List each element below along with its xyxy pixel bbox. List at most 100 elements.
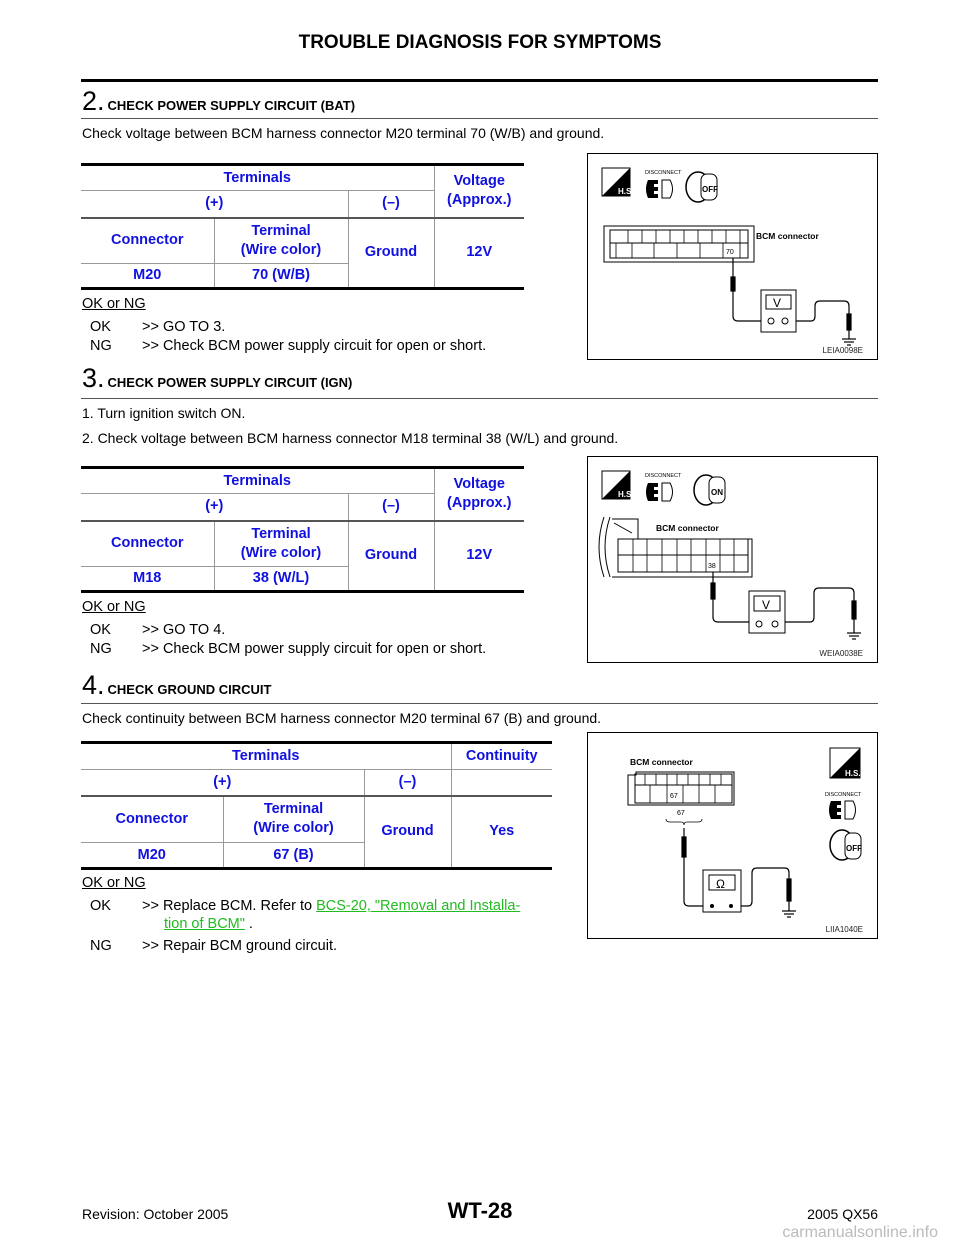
figure-code: LIIA1040E	[825, 925, 863, 934]
disconnect-icon: DISCONNECT	[825, 792, 862, 820]
watermark: carmanualsonline.info	[782, 1224, 938, 1241]
ohmmeter-icon: Ω	[702, 869, 742, 913]
switch-label: ON	[711, 488, 723, 497]
result-text: >> Replace BCM. Refer to	[142, 898, 317, 914]
hs-icon: H.S.	[829, 747, 861, 779]
bcs-20-link[interactable]: BCS-20, "Removal and Installa-	[316, 898, 521, 914]
header-plus: (+)	[81, 769, 364, 796]
step-2-heading: 2.CHECK POWER SUPPLY CIRCUIT (BAT)	[82, 86, 355, 117]
result-text: >> Check BCM power supply circuit for op…	[142, 641, 487, 657]
bcm-connector-label: BCM connector	[756, 231, 820, 241]
step-number: 4.	[82, 670, 105, 700]
switch-label: OFF	[702, 185, 718, 194]
header-connector: Connector	[81, 519, 214, 567]
result-text-end: .	[244, 916, 253, 932]
step-title: CHECK GROUND CIRCUIT	[107, 682, 272, 697]
ohmmeter-probe-wiring	[681, 828, 796, 918]
header-minus: (–)	[363, 769, 451, 796]
voltmeter-probe-wiring	[710, 572, 861, 640]
result-text: >> Check BCM power supply circuit for op…	[142, 338, 487, 354]
bcm-connector-label: BCM connector	[630, 757, 694, 767]
ok-or-ng-label: OK or NG	[82, 875, 146, 891]
step-number: 3.	[82, 363, 105, 393]
figure-code: WEIA0038E	[819, 649, 863, 658]
disconnect-icon: DISCONNECT	[645, 170, 682, 199]
vehicle-model: 2005 QX56	[807, 1206, 878, 1222]
bcm-connector-label: BCM connector	[656, 523, 720, 533]
cell-connector: M18	[81, 566, 214, 592]
cell-connector: M20	[81, 842, 223, 869]
revision-date: Revision: October 2005	[82, 1206, 229, 1222]
step-title: CHECK POWER SUPPLY CIRCUIT (BAT)	[107, 98, 356, 113]
result-text: >> GO TO 4.	[142, 622, 226, 638]
instruction: Check continuity between BCM harness con…	[82, 710, 602, 726]
hs-label: H.S.	[618, 490, 634, 499]
instruction: 1. Turn ignition switch ON.	[82, 405, 246, 421]
ignition-off-icon: OFF	[685, 171, 718, 203]
meter-symbol: V	[773, 296, 781, 310]
continuity-table-step-4: Terminals Continuity (+) (–) Connector T…	[81, 741, 552, 870]
terminal-number: 70	[726, 249, 734, 256]
bcs-20-link-continued[interactable]: tion of BCM"	[164, 916, 245, 932]
ignition-on-icon: ON	[693, 474, 726, 506]
ok-or-ng-label: OK or NG	[82, 599, 146, 615]
cell-ground: Ground	[347, 216, 434, 289]
cell-ground: Ground	[363, 794, 451, 869]
header-terminals: Terminals	[81, 163, 434, 191]
wiring-diagram-step-4: BCM connector 67 67 H.S. DISCONNECT	[587, 732, 878, 939]
bcm-connector-graphic: 70	[603, 225, 755, 263]
cell-terminal: 67 (B)	[222, 842, 364, 869]
result-code: NG	[90, 338, 112, 354]
header-terminal: Terminal (Wire color)	[213, 216, 348, 264]
header-terminals: Terminals	[81, 741, 451, 770]
cell-terminal: 38 (W/L)	[213, 566, 348, 592]
header-continuity: Continuity	[450, 741, 552, 770]
page-number: WT-28	[447, 1198, 513, 1223]
disconnect-label: DISCONNECT	[645, 473, 682, 479]
result-ng: NG >> Check BCM power supply circuit for …	[90, 640, 486, 658]
result-text: >> GO TO 3.	[142, 319, 226, 335]
result-code: OK	[90, 319, 111, 335]
terminal-number-below: 67	[677, 810, 685, 817]
cell-continuity: Yes	[450, 794, 552, 869]
result-ok: OK >> GO TO 3.	[90, 318, 225, 336]
header-connector: Connector	[81, 794, 223, 843]
hs-icon: H.S.	[601, 167, 634, 197]
result-code: NG	[90, 938, 112, 954]
result-code: OK	[90, 898, 111, 914]
result-ok: OK >> Replace BCM. Refer to BCS-20, "Remo…	[90, 897, 520, 933]
header-plus: (+)	[81, 190, 348, 218]
hs-label: H.S.	[618, 187, 634, 196]
result-code: OK	[90, 622, 111, 638]
meter-symbol: Ω	[716, 877, 725, 891]
instruction: 2. Check voltage between BCM harness con…	[82, 430, 619, 446]
voltmeter-probe-wiring	[730, 258, 856, 346]
cell-voltage: 12V	[433, 519, 524, 592]
result-code: NG	[90, 641, 112, 657]
section-divider	[81, 703, 878, 704]
header-minus: (–)	[347, 493, 434, 521]
hs-label: H.S.	[845, 769, 861, 778]
meter-symbol: V	[762, 598, 770, 612]
ignition-off-icon: OFF	[829, 829, 862, 861]
section-divider	[81, 118, 878, 119]
ok-or-ng-label: OK or NG	[82, 296, 146, 312]
voltage-table-step-2: Terminals Voltage (Approx.) (+) (–) Conn…	[81, 163, 524, 290]
step-number: 2.	[82, 86, 105, 116]
voltmeter-icon: V	[760, 289, 797, 333]
hs-icon: H.S.	[601, 470, 634, 500]
result-ng: NG>> Repair BCM ground circuit.	[90, 937, 337, 955]
header-voltage: Voltage (Approx.)	[433, 466, 524, 521]
section-divider	[81, 79, 878, 82]
step-title: CHECK POWER SUPPLY CIRCUIT (IGN)	[107, 375, 353, 390]
header-terminal: Terminal (Wire color)	[213, 519, 348, 567]
result-ng: NG >> Check BCM power supply circuit for …	[90, 337, 486, 355]
header-terminals: Terminals	[81, 466, 434, 494]
voltmeter-icon: V	[748, 590, 786, 634]
wiring-diagram-step-3: H.S. DISCONNECT ON 38 BCM connector	[587, 456, 878, 663]
header-terminal: Terminal (Wire color)	[222, 794, 364, 843]
disconnect-icon: DISCONNECT	[645, 473, 682, 502]
terminal-number: 38	[708, 563, 716, 570]
header-plus: (+)	[81, 493, 348, 521]
header-minus: (–)	[347, 190, 434, 218]
